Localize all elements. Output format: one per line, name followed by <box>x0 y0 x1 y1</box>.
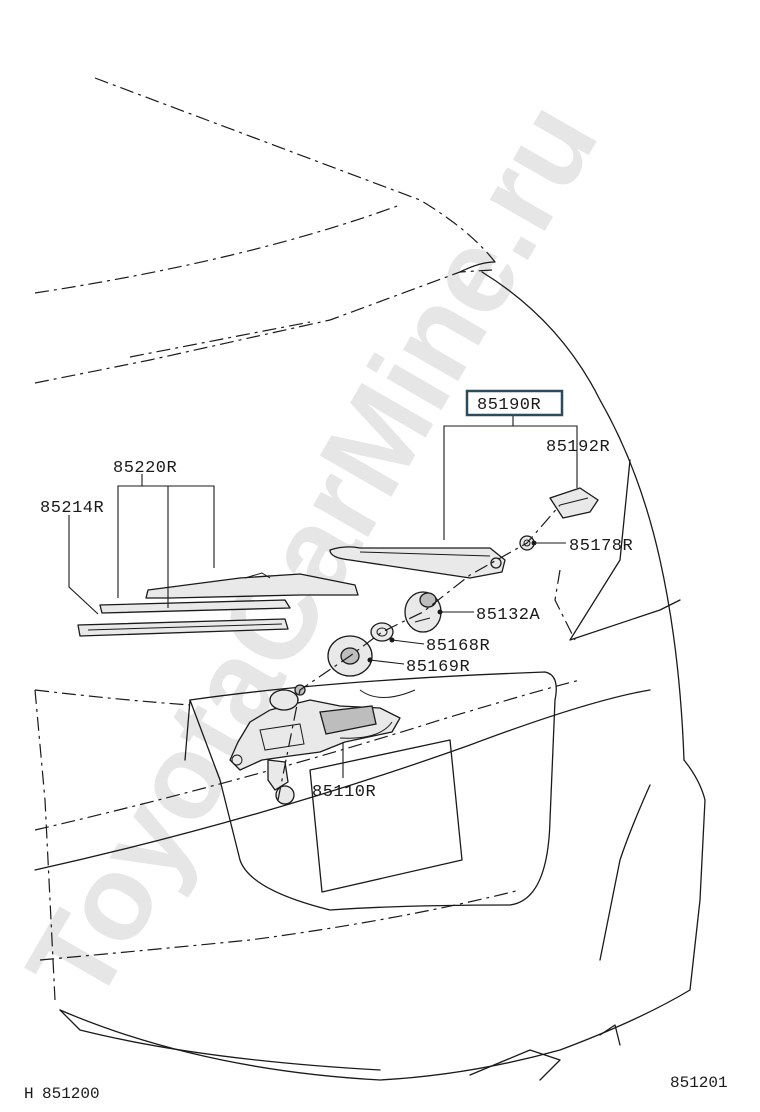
callout-labels: 85190R 85192R 85220R 85214R 85178R 85132… <box>40 389 633 802</box>
wiper-arm <box>329 546 506 579</box>
washer <box>370 622 394 642</box>
assembly-axis-line <box>277 504 561 801</box>
callout-85214R: 85214R <box>40 499 104 518</box>
footer-right-code: 851201 <box>670 1074 728 1092</box>
vehicle-body-outline <box>34 77 706 1081</box>
footer-prefix: H <box>24 1085 34 1103</box>
footer-left-code: 851200 <box>42 1085 100 1103</box>
callout-85169R: 85169R <box>406 658 470 677</box>
callout-85168R: 85168R <box>426 637 490 656</box>
callout-85220R: 85220R <box>113 459 177 478</box>
callout-85192R: 85192R <box>546 438 610 457</box>
wiper-blade-assembly <box>77 572 359 637</box>
wiper-motor <box>229 684 416 805</box>
callout-leaders <box>68 414 578 778</box>
arm-cap <box>549 487 599 519</box>
callout-85190R: 85190R <box>477 396 541 415</box>
callout-85132A: 85132A <box>476 606 541 625</box>
watermark-text: ToyotaCarMine.ru <box>1 80 623 1023</box>
pivot-cap <box>404 591 442 633</box>
callout-85110R: 85110R <box>312 783 376 802</box>
callout-box-85190R <box>465 389 564 417</box>
callout-85178R: 85178R <box>569 537 633 556</box>
footer: H 851200 851201 <box>24 1074 728 1103</box>
